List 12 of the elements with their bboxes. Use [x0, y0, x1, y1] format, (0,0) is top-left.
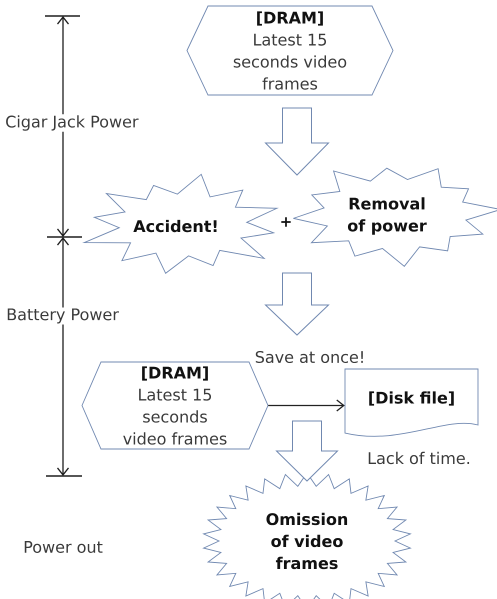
- plus-sign: +: [278, 216, 294, 228]
- dimension-label: Battery Power: [5, 308, 120, 324]
- dimension-label: Power out: [22, 540, 104, 554]
- block-arrow: [264, 108, 330, 176]
- block-arrow: [275, 420, 339, 482]
- note-text: Save at once!: [254, 350, 366, 364]
- block-arrow: [264, 272, 330, 336]
- dimension-label: Cigar Jack Power: [4, 114, 140, 132]
- hexagon: [DRAM] Latest 15 seconds video frames: [186, 6, 394, 96]
- hexagon: [DRAM] Latest 15 seconds video frames: [82, 362, 268, 450]
- note-text: Lack of time.: [366, 450, 472, 466]
- arrow: [268, 399, 345, 412]
